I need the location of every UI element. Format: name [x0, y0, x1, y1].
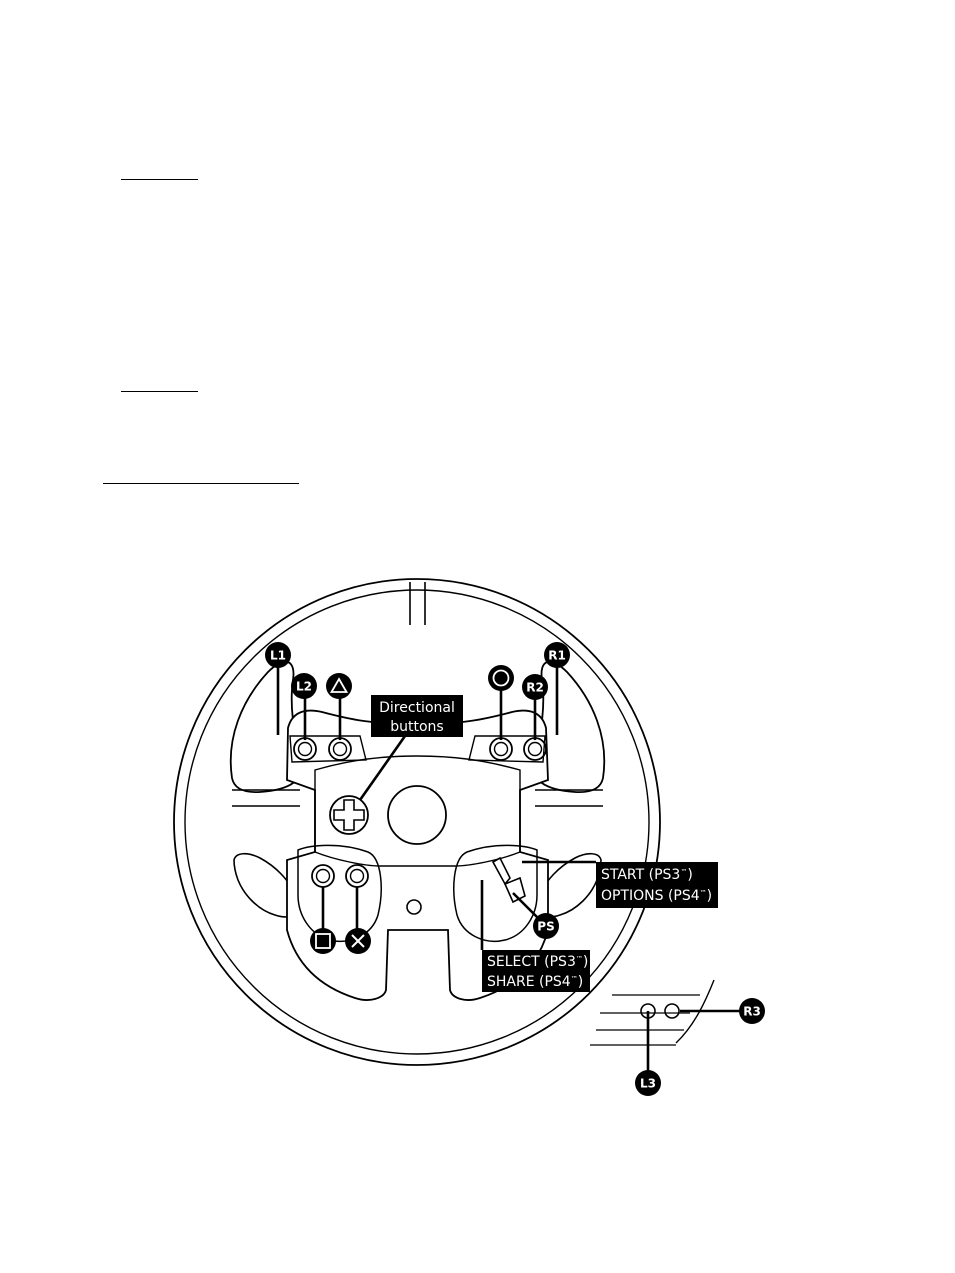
section-rule-2 [121, 391, 198, 392]
circle-icon [492, 669, 510, 687]
start-options-button[interactable] [491, 856, 526, 904]
svg-text:OPTIONS (PS4™): OPTIONS (PS4™) [601, 888, 712, 904]
label-l3: L3 [635, 1070, 661, 1096]
label-l1: L1 [265, 642, 291, 668]
svg-text:SHARE (PS4™): SHARE (PS4™) [487, 974, 583, 990]
label-r3: R3 [739, 998, 765, 1024]
svg-text:R3: R3 [743, 1005, 761, 1019]
section-rule-1 [121, 179, 198, 180]
label-r2: R2 [522, 674, 548, 700]
upper-paddles [229, 660, 606, 793]
r3-button[interactable] [664, 1003, 680, 1019]
svg-text:R2: R2 [526, 681, 544, 695]
label-ps: PS [533, 913, 559, 939]
d-pad-icon[interactable] [329, 795, 369, 835]
square-icon [315, 933, 331, 949]
svg-text:R1: R1 [548, 649, 566, 663]
upper-button-plates [289, 735, 546, 763]
svg-text:START (PS3™): START (PS3™) [601, 867, 693, 883]
svg-text:buttons: buttons [390, 719, 443, 735]
cross-icon [351, 934, 365, 948]
label-triangle [326, 673, 352, 699]
svg-text:L3: L3 [640, 1077, 656, 1091]
label-cross [345, 928, 371, 954]
label-select-share: SELECT (PS3™) SHARE (PS4™) [482, 950, 590, 992]
svg-text:PS: PS [537, 920, 554, 934]
triangle-icon [329, 677, 349, 693]
svg-text:L2: L2 [296, 680, 312, 694]
rear-detail [590, 979, 715, 1046]
section-rule-3 [103, 483, 299, 484]
label-circle [488, 665, 514, 691]
svg-text:Directional: Directional [379, 700, 455, 716]
svg-text:L1: L1 [270, 649, 286, 663]
label-l2: L2 [291, 673, 317, 699]
label-r1: R1 [544, 642, 570, 668]
label-square [310, 928, 336, 954]
label-directional-buttons: Directional buttons [371, 695, 463, 737]
svg-text:SELECT (PS3™): SELECT (PS3™) [487, 954, 588, 970]
label-start-options: START (PS3™) OPTIONS (PS4™) [596, 862, 718, 908]
